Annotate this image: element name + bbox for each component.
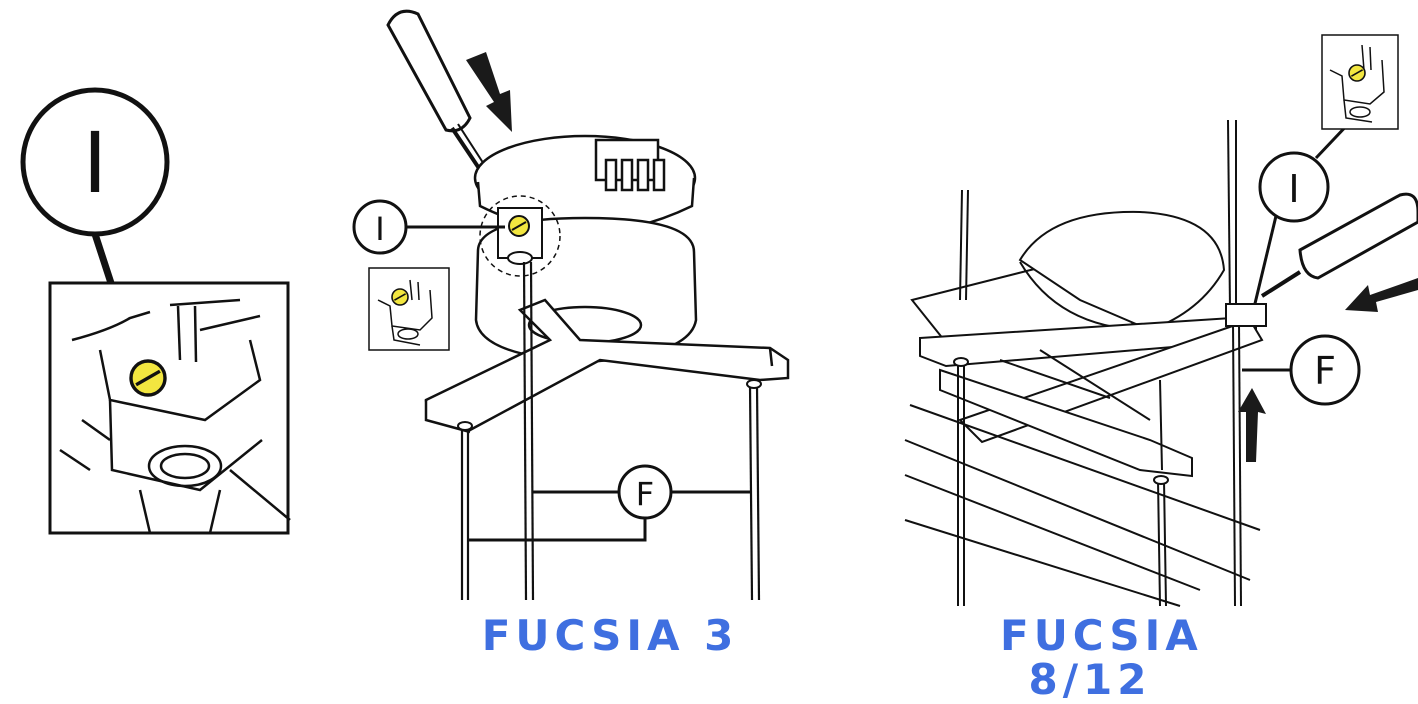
caption-fucsia-8-12-line2: 8/12 <box>1028 655 1152 704</box>
caption-fucsia-8-12: FUCSIA 8/12 <box>1000 611 1203 702</box>
detail-large-label: I <box>83 114 108 212</box>
up-arrow-icon <box>1238 388 1266 462</box>
fucsia-3-diagram: I F <box>352 9 790 601</box>
screwdriver-icon <box>1260 192 1418 298</box>
detail-frame <box>48 281 290 535</box>
assembly-diagram: I F <box>20 9 1418 607</box>
down-arrow-icon <box>466 52 512 132</box>
caption-fucsia-3: FUCSIA 3 <box>481 611 739 660</box>
fucsia3-cable-label: F <box>636 475 654 513</box>
left-arrow-icon <box>1345 278 1418 312</box>
fucsia3-screw-label: I <box>375 210 384 248</box>
fucsia8-cable-label: F <box>1314 349 1336 393</box>
caption-fucsia-8-12-line1: FUCSIA <box>1000 611 1203 660</box>
fucsia8-screw-label: I <box>1288 167 1299 211</box>
screw-icon <box>129 359 167 397</box>
fucsia-8-12-diagram: I F <box>904 34 1418 607</box>
detail-panel <box>20 87 291 535</box>
